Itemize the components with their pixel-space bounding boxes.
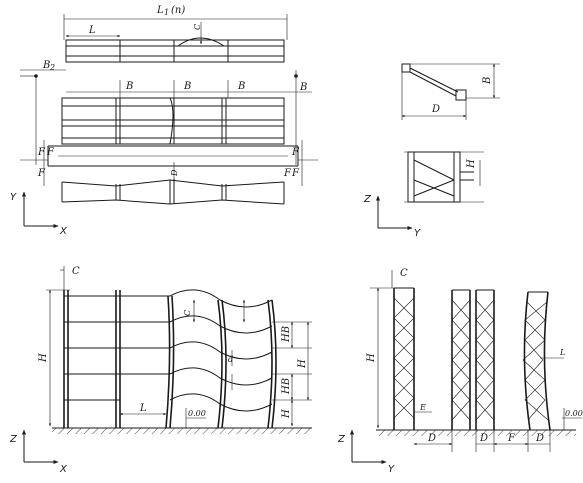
- axis-x-label-front: X: [59, 464, 68, 475]
- b3-label: B: [237, 81, 245, 92]
- level-front: 0.00: [188, 409, 206, 418]
- d-side-2: D: [479, 433, 488, 444]
- axis-x-label: X: [59, 226, 68, 237]
- frame-2: [451, 289, 471, 430]
- c-top-label: C: [193, 24, 202, 30]
- l-front-label: L: [139, 403, 147, 414]
- level-side: 0.00: [565, 409, 583, 418]
- axis-y-label-side: Y: [388, 464, 395, 475]
- frame-3: [475, 289, 495, 430]
- detail-views: B D H Z Y: [363, 63, 500, 239]
- rack-grid: [61, 97, 285, 145]
- f-right-1: F: [291, 147, 300, 158]
- c-side-label: C: [400, 268, 408, 279]
- svg-text:2: 2: [49, 63, 55, 72]
- frame-4-deflected: [522, 291, 551, 431]
- plan-view: L 1 (n) C L B 2 B B B B: [10, 5, 318, 237]
- axis-z-label-detail: Z: [363, 194, 372, 205]
- l-span-label: L: [88, 25, 96, 36]
- l-side-label: L: [559, 348, 565, 357]
- c-bay-label: C: [183, 310, 192, 316]
- f-left-1: F: [37, 147, 46, 158]
- b-detail-label: B: [482, 77, 493, 85]
- f-right-2: F: [283, 168, 292, 179]
- e-side-label: E: [419, 403, 426, 412]
- d-side-1: D: [427, 433, 436, 444]
- c-front-label: C: [72, 266, 80, 277]
- frame-1: [393, 287, 415, 430]
- l1-label: L: [156, 5, 164, 16]
- f-left-3: F: [37, 168, 46, 179]
- f-right-3: F: [291, 168, 300, 179]
- frame-detail: [407, 151, 461, 203]
- side-elevation: C H E: [337, 268, 583, 475]
- b-left-label: B: [42, 60, 50, 71]
- h-detail-label: H: [466, 159, 477, 169]
- hb2-label: HB: [281, 378, 292, 395]
- axis-z-label-front: Z: [9, 434, 18, 445]
- h-mid-label: H: [297, 359, 308, 369]
- hb1-label: HB: [281, 326, 292, 343]
- h-side-label: H: [366, 353, 377, 363]
- f-left-2: F: [46, 147, 55, 158]
- h-front-label: H: [38, 353, 49, 363]
- front-elevation: C H C H: [9, 266, 312, 475]
- f-side-label: F: [507, 433, 516, 444]
- d-detail-label: D: [431, 104, 440, 115]
- deflected-beam: [177, 37, 225, 47]
- d-mid-label: D: [170, 169, 179, 177]
- ground-hatch: [52, 428, 312, 434]
- hb-bottom-label: H: [281, 409, 292, 419]
- axis-y-label: Y: [10, 192, 17, 203]
- top-beam-row: [65, 39, 285, 63]
- b2-label: B: [183, 81, 191, 92]
- b-right-label: B: [299, 82, 307, 93]
- l1-sub: 1: [164, 8, 169, 17]
- axis-z-label-side: Z: [337, 434, 346, 445]
- d-small-1: d: [228, 355, 233, 364]
- b1-label: B: [125, 81, 133, 92]
- l1-n: (n): [171, 5, 185, 16]
- axis-y-label-detail: Y: [414, 228, 421, 239]
- d-side-3: D: [535, 433, 544, 444]
